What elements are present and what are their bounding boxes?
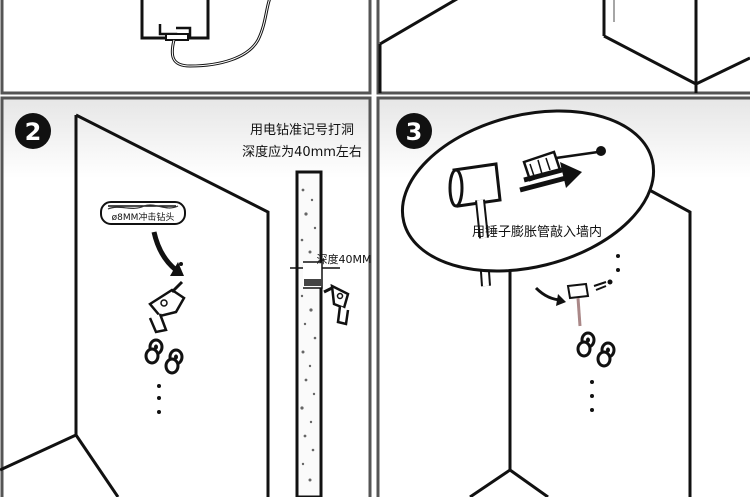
- panel-step-2: 2 ø8MM冲击钻头: [0, 96, 372, 497]
- small-drill-icon: [323, 283, 350, 326]
- wall-perspective: [0, 113, 270, 497]
- wall-anchor-icon-3: [576, 331, 616, 368]
- wall-perspective-3: [469, 184, 692, 497]
- electric-drill-icon: [148, 280, 186, 334]
- step-2-number: 2: [25, 118, 42, 146]
- small-anchor-icon: [593, 279, 613, 291]
- curved-arrow-icon: [151, 231, 184, 276]
- power-cord-icon: [170, 0, 271, 68]
- motion-arrow-icon: [519, 162, 582, 193]
- step-2-badge: 2: [15, 113, 51, 149]
- mark-dot: [179, 262, 183, 266]
- step-2-instruction-line2: 深度应为40mm左右: [242, 144, 362, 160]
- drill-bit-label: ø8MM冲击钻头: [112, 211, 175, 223]
- panel-step-3: 3: [376, 96, 750, 497]
- drill-bit-callout: ø8MM冲击钻头: [100, 201, 186, 225]
- step-2-instruction-line1: 用电钻准记号打洞: [250, 123, 354, 138]
- small-hammer-icon: [566, 282, 590, 327]
- drill-hole-marker: [290, 261, 340, 289]
- panel-top-left: [0, 0, 372, 95]
- water-heater-icon: [140, 0, 210, 41]
- depth-label: 深度40MM: [317, 252, 372, 266]
- hammer-icon: [448, 162, 502, 239]
- step-3-instruction: 用锤子膨胀管敲入墙内: [472, 224, 602, 240]
- step-3-badge: 3: [396, 113, 432, 149]
- anchor-mark-dots: [590, 254, 620, 412]
- drill-mark-dots: [157, 384, 161, 414]
- panel-top-right: [376, 0, 750, 95]
- step-3-number: 3: [406, 118, 423, 146]
- wall-cross-section: [295, 170, 323, 497]
- zoom-callout: [400, 109, 656, 273]
- wall-anchor-icon: [144, 338, 184, 375]
